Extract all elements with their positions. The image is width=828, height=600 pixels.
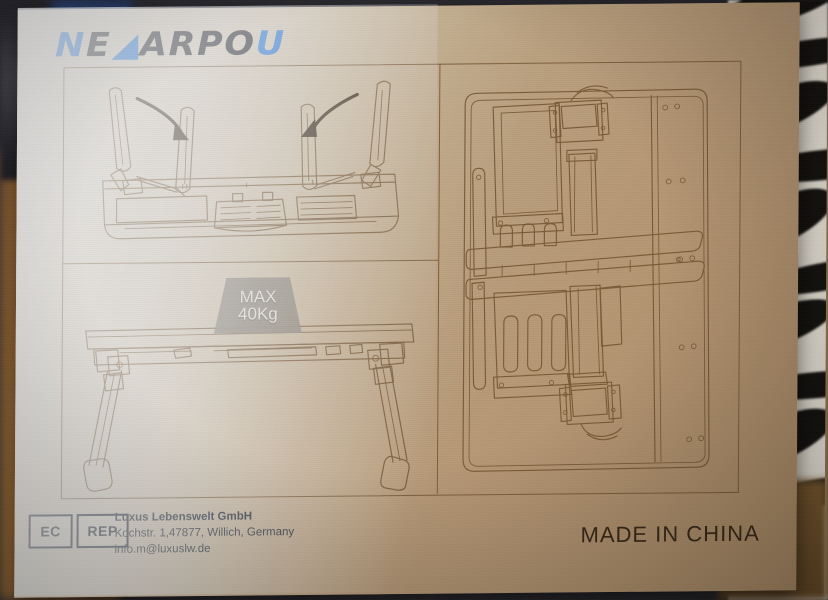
country-of-origin: MADE IN CHINA (580, 520, 760, 548)
representative-address: Luxus Lebenswelt GmbH Kochstr. 1,47877, … (114, 509, 294, 558)
brand-logo-accent-u: U (255, 23, 286, 63)
max-load-label: MAX (239, 286, 277, 307)
company-name: Luxus Lebenswelt GmbH (114, 510, 253, 524)
brand-logo-accent-n: N (54, 25, 87, 65)
max-load-badge: MAX 40Kg (214, 277, 302, 334)
brand-logo: NE◢ARPOU (55, 23, 286, 64)
brand-logo-text: E (85, 24, 112, 65)
brand-logo-accent-a: ◢ (111, 24, 141, 64)
max-load-value: 40Kg (238, 304, 278, 324)
company-email: info.m@luxuslw.de (114, 542, 211, 556)
company-address: Kochstr. 1,47877, Willich, Germany (114, 525, 295, 540)
ec-label: EC (28, 514, 73, 549)
panel-underside-diagram (441, 63, 738, 492)
panel-fold-legs-diagram (64, 66, 437, 262)
brand-logo-text-rest: ARPO (139, 23, 256, 64)
box-printed-artwork: NE◢ARPOU (14, 2, 800, 598)
